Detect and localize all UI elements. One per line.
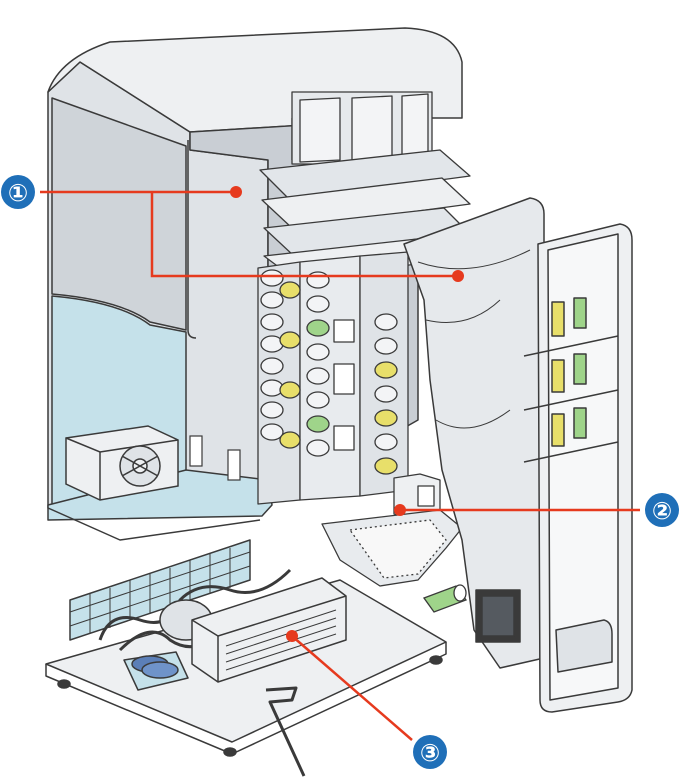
evaporator — [191, 577, 347, 683]
product-chute — [321, 509, 463, 587]
callout-1-branch — [150, 192, 458, 278]
dispensed-can — [422, 584, 468, 613]
callout-2-dot — [394, 504, 406, 516]
callout-badge-1-label: ① — [8, 179, 28, 207]
back-wall-vents — [189, 435, 241, 481]
callout-3-dot — [286, 630, 298, 642]
callout-badge-2-label: ② — [652, 497, 672, 525]
callout-badge-3-label: ③ — [420, 739, 440, 767]
can-stack-middle — [306, 271, 355, 457]
callout-lines — [40, 190, 640, 741]
can-stack-right — [374, 313, 398, 475]
callout-badge-3: ③ — [413, 735, 447, 769]
callout-3-leader — [291, 635, 413, 741]
callout-1-dot-upper — [230, 186, 242, 198]
refrigeration-unit — [45, 539, 447, 777]
callout-badge-1: ① — [1, 175, 35, 209]
can-stack-left — [260, 269, 301, 449]
inner-door — [403, 197, 545, 669]
outer-door — [523, 223, 633, 713]
cooling-fan-housing — [65, 425, 179, 501]
callout-1-dot-lower — [452, 270, 464, 282]
callout-badge-2: ② — [645, 493, 679, 527]
dispense-flap — [555, 619, 613, 673]
sample-cans — [551, 297, 587, 447]
drain-pipe — [265, 686, 306, 777]
product-racks — [257, 91, 471, 587]
callout-dots — [230, 186, 464, 642]
condenser-fan — [123, 651, 189, 691]
